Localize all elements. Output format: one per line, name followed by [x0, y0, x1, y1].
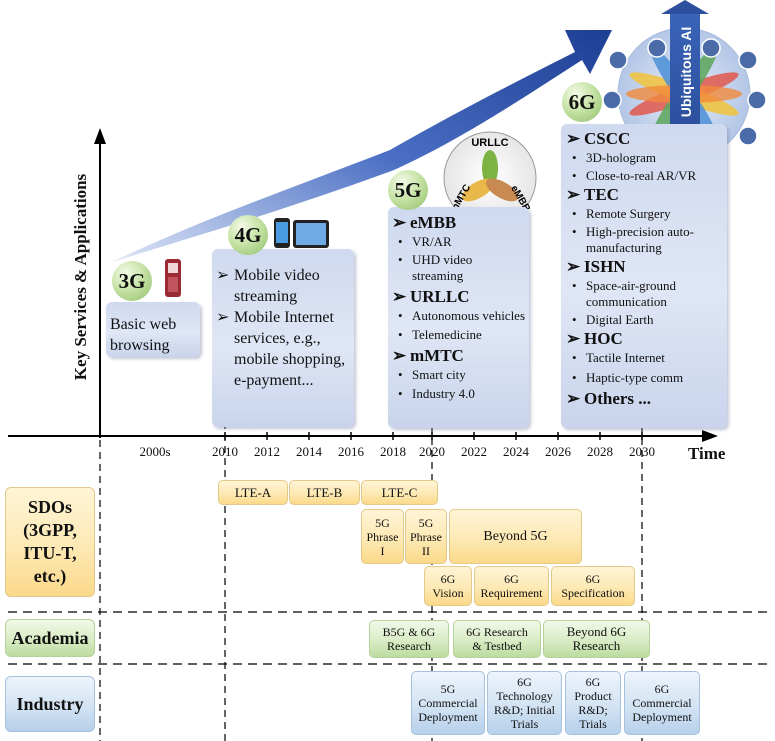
6g-others: ➢Others ...	[566, 389, 652, 408]
triangle-top-label: URLLC	[471, 137, 508, 149]
6g-badge: 6G	[562, 82, 602, 122]
row-label-industry: Industry	[5, 676, 95, 732]
6g-item: Haptic-type comm	[566, 370, 726, 386]
academia-box: B5G & 6G Research	[369, 620, 449, 658]
5g-badge: 5G	[388, 170, 428, 210]
year-label: 2026	[545, 444, 571, 459]
4g-panel	[212, 249, 354, 427]
tablet-icon	[293, 220, 329, 248]
year-label: 2030	[629, 444, 655, 459]
sdo-box: 5G Phrase II	[405, 509, 447, 564]
5g-item: Autonomous vehicles	[392, 308, 526, 324]
6g-item: Remote Surgery	[566, 206, 726, 222]
year-label: 2022	[461, 444, 487, 459]
phone-icon	[165, 259, 181, 297]
ai-label: Ubiquitous AI	[678, 27, 694, 117]
sdo-box: LTE-A	[218, 480, 288, 505]
6g-item: High-precision auto-manufacturing	[566, 224, 726, 256]
academia-box: Beyond 6G Research	[543, 620, 650, 658]
6g-item: Close-to-real AR/VR	[566, 168, 726, 184]
sdo-box: LTE-B	[289, 480, 360, 505]
row-separators	[8, 611, 767, 665]
year-label: 2020	[419, 444, 445, 459]
axes	[8, 128, 718, 442]
growth-arrow	[112, 30, 612, 262]
4g-item: ➢Mobile Internet services, e.g., mobile …	[216, 309, 346, 389]
5g-group-title: ➢eMBB	[392, 213, 457, 232]
x-axis-label: Time	[688, 444, 726, 463]
4g-service-list: ➢Mobile video streaming ➢Mobile Internet…	[216, 265, 354, 391]
sdo-box: 6G Specification	[551, 566, 635, 606]
6g-item: Tactile Internet	[566, 350, 726, 366]
year-label: 2012	[254, 444, 280, 459]
sdo-box: 6G Requirement	[474, 566, 549, 606]
6g-service-list: ➢CSCC 3D-hologram Close-to-real AR/VR ➢T…	[566, 128, 726, 410]
5g-item: UHD video streaming	[392, 252, 526, 284]
4g-badge: 4G	[228, 215, 268, 255]
industry-box: 6G Commercial Deployment	[624, 671, 700, 735]
industry-box: 5G Commercial Deployment	[411, 671, 485, 735]
row-label-academia: Academia	[5, 619, 95, 657]
5g-group-title: ➢mMTC	[392, 346, 464, 365]
4g-item: ➢Mobile video streaming	[216, 267, 320, 305]
year-label: 2000s	[139, 444, 171, 459]
row-label-sdos: SDOs (3GPP, ITU-T, etc.)	[5, 487, 95, 597]
6g-item: Space-air-ground communication	[566, 278, 726, 310]
5g-item: Smart city	[392, 367, 526, 383]
sdo-box: Beyond 5G	[449, 509, 582, 564]
3g-badge: 3G	[112, 261, 152, 301]
6g-group-title: ➢TEC	[566, 185, 619, 204]
y-axis-label: Key Services & Applications	[71, 173, 90, 381]
industry-box: 6G Product R&D; Trials	[565, 671, 621, 735]
6g-group-title: ➢ISHN	[566, 257, 626, 276]
6g-group-title: ➢HOC	[566, 329, 623, 348]
sdo-box: 5G Phrase I	[361, 509, 404, 564]
year-label: 2016	[338, 444, 364, 459]
industry-box: 6G Technology R&D; Initial Trials	[487, 671, 562, 735]
5g-item: VR/AR	[392, 234, 526, 250]
year-label: 2024	[503, 444, 529, 459]
year-label: 2014	[296, 444, 322, 459]
5g-item: Industry 4.0	[392, 386, 526, 402]
6g-item: 3D-hologram	[566, 150, 726, 166]
year-label: 2018	[380, 444, 406, 459]
year-label: 2010	[212, 444, 238, 459]
5g-group-title: ➢URLLC	[392, 287, 470, 306]
3g-panel	[106, 302, 200, 357]
sdo-box: LTE-C	[361, 480, 438, 505]
6g-item: Digital Earth	[566, 312, 726, 328]
smartphone-icon	[274, 218, 290, 248]
academia-box: 6G Research & Testbed	[453, 620, 541, 658]
sdo-box: 6G Vision	[424, 566, 472, 606]
6g-group-title: ➢CSCC	[566, 129, 631, 148]
3g-service-text: Basic web browsing	[110, 316, 177, 354]
year-label: 2028	[587, 444, 613, 459]
5g-item: Telemedicine	[392, 327, 526, 343]
5g-service-list: ➢eMBB VR/AR UHD video streaming ➢URLLC A…	[392, 212, 526, 402]
